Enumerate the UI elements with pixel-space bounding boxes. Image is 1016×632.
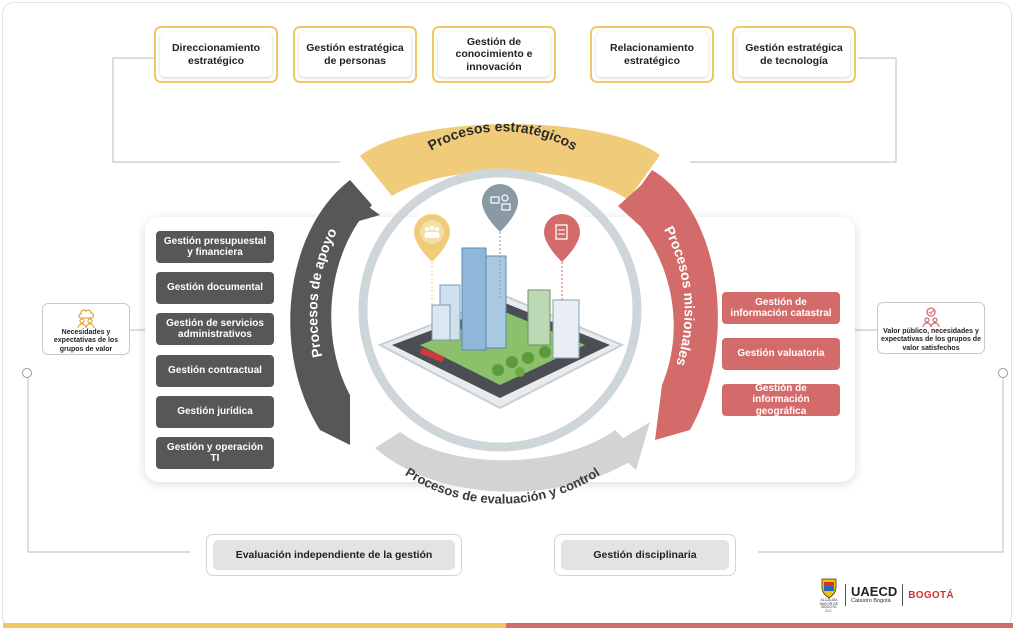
support-item-contractual: Gestión contractual <box>156 355 274 387</box>
strategic-item-conocimiento: Gestión de conocimiento e innovación <box>432 26 556 83</box>
strategic-item-relacionamiento: Relacionamiento estratégico <box>590 26 714 83</box>
connector-node-right <box>998 368 1008 378</box>
bottom-bar-right <box>506 623 1013 628</box>
output-value-box: Valor público, necesidades y expectativa… <box>877 302 985 354</box>
pin-people-icon <box>414 214 450 305</box>
bogota-logo: BOGOTÁ <box>908 589 954 601</box>
strategic-item-tecnologia: Gestión estratégica de tecnología <box>732 26 856 83</box>
connector-node-left <box>22 368 32 378</box>
support-arrow <box>290 180 372 445</box>
pin-document-icon <box>544 214 580 300</box>
pin-network-icon <box>482 184 518 300</box>
cycle-ring <box>358 168 642 452</box>
support-item-servicios: Gestión de servicios administrativos <box>156 313 274 345</box>
alcaldia-logo: ALCALDÍA MAYOR DE BOGOTÁ D.C. <box>818 577 840 613</box>
strategic-item-personas: Gestión estratégica de personas <box>293 26 417 83</box>
strategic-item-direccionamiento: Direccionamiento estratégico <box>154 26 278 83</box>
missional-item-valuatoria: Gestión valuatoria <box>722 338 840 370</box>
support-item-documental: Gestión documental <box>156 272 274 304</box>
support-item-presupuestal: Gestión presupuestal y financiera <box>156 231 274 263</box>
crest-icon <box>821 578 837 599</box>
building-tall <box>461 247 487 351</box>
missional-item-catastral: Gestión de información catastral <box>722 292 840 324</box>
support-item-juridica: Gestión jurídica <box>156 396 274 428</box>
people-check-icon <box>922 307 940 327</box>
missional-item-geografica: Gestión de información geográfica <box>722 383 840 417</box>
logo-divider-2 <box>902 584 904 606</box>
strategic-arrow <box>360 123 660 200</box>
people-cloud-icon <box>77 309 95 328</box>
uaecd-logo: UAECD Catastro Bogotá <box>851 584 898 605</box>
input-needs-box: Necesidades y expectativas de los grupos… <box>42 303 130 355</box>
evaluation-item-disciplinaria: Gestión disciplinaria <box>554 534 736 576</box>
bottom-bar-left <box>3 623 506 628</box>
evaluation-item-independiente: Evaluación independiente de la gestión <box>206 534 462 576</box>
evaluation-arrow <box>375 430 640 492</box>
support-item-ti: Gestión y operación TI <box>156 437 274 469</box>
footer-logos: ALCALDÍA MAYOR DE BOGOTÁ D.C. UAECD Cata… <box>818 577 968 613</box>
logo-divider <box>845 584 846 606</box>
missional-arrow <box>625 170 718 440</box>
